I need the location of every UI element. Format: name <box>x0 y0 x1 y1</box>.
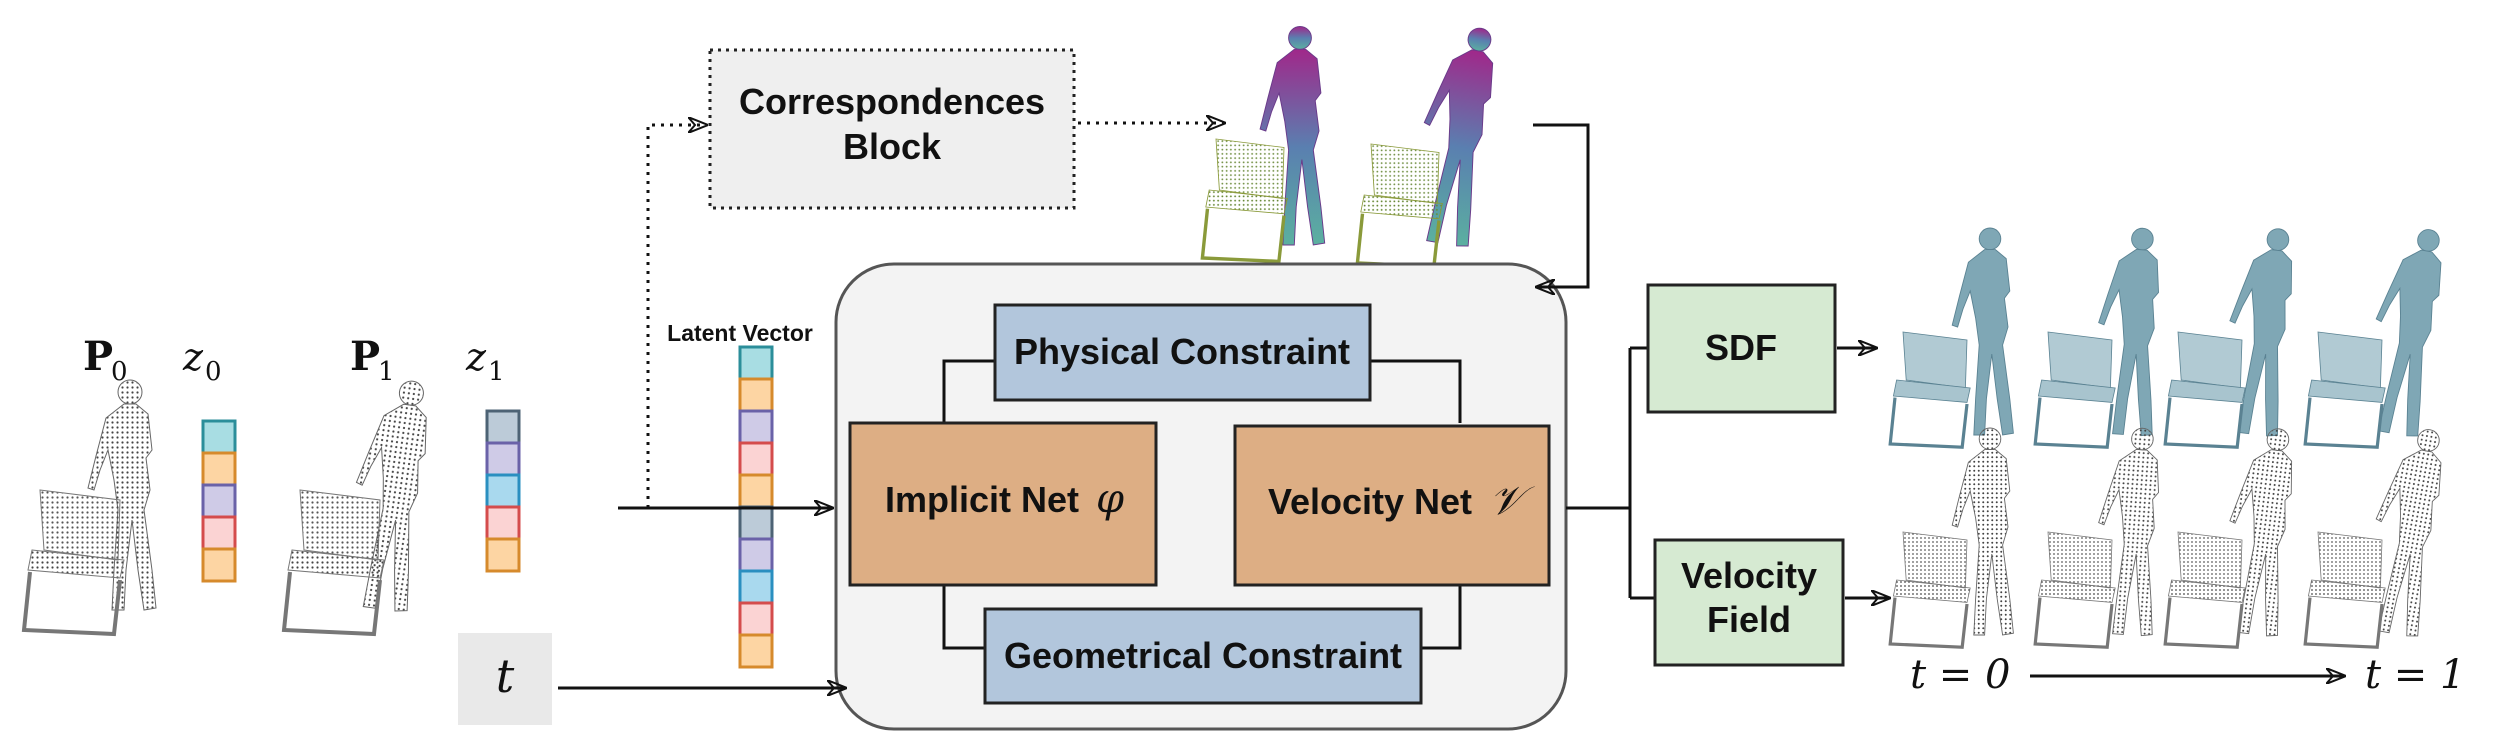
correspondences-line1: Correspondences <box>739 81 1045 122</box>
latent-vector-cell <box>738 505 774 541</box>
velocity-field-line1: Velocity <box>1681 555 1817 596</box>
correspondences-line2: Block <box>843 126 942 167</box>
z0-vector-cell <box>201 419 237 455</box>
sdf-block: SDF <box>1646 283 1837 414</box>
time-symbol: t <box>496 649 515 703</box>
velocity-field-box <box>1653 538 1845 667</box>
latent-vector-cell <box>738 377 774 413</box>
velocity-field-line2: Field <box>1707 599 1791 640</box>
timeline-start: t = 0 <box>1910 652 2010 698</box>
sdf-box <box>1646 283 1837 414</box>
velocity-net-box <box>1233 424 1551 587</box>
z0-vector-cell <box>201 515 237 551</box>
p1-sub: 1 <box>378 357 395 387</box>
implicit-net-block: Implicit Net φ <box>848 421 1158 587</box>
arrow-feedback-to-panel <box>1533 123 1590 287</box>
z0-vector <box>201 419 237 583</box>
time-box <box>458 633 552 725</box>
sdf-mesh-2-icon <box>2033 225 2167 449</box>
input-p0-group: P 0 <box>22 333 157 636</box>
p0-base: P <box>83 333 113 380</box>
velocity-pointcloud-1-icon <box>1888 427 2014 649</box>
input-z1-group: z 1 <box>465 335 521 573</box>
latent-vector-group: Latent Vector <box>667 320 813 669</box>
latent-vector-cell <box>738 569 774 605</box>
latent-vector-cell <box>738 473 774 509</box>
velocity-net-block: Velocity Net 𝒱 <box>1233 424 1551 587</box>
velocity-pointcloud-3-icon <box>2163 423 2303 649</box>
geometrical-constraint-block: Geometrical Constraint <box>983 607 1423 705</box>
link-geometrical-velocity <box>1421 585 1462 650</box>
sdf-mesh-4-icon <box>2303 222 2454 449</box>
z1-vector-cell <box>485 537 521 573</box>
velocity-pointcloud-4-icon <box>2303 422 2454 649</box>
latent-vector-cell <box>738 537 774 573</box>
z0-vector-cell <box>201 547 237 583</box>
sdf-label: SDF <box>1705 327 1777 368</box>
sdf-mesh-3-icon <box>2163 223 2303 449</box>
z1-vector-cell <box>485 473 521 509</box>
input-z0-group: z 0 <box>182 335 237 583</box>
correspondences-box <box>708 48 1076 210</box>
latent-vector-cell <box>738 345 774 381</box>
link-implicit-geometrical <box>942 585 985 650</box>
link-physical-velocity <box>1370 359 1462 423</box>
physical-constraint-label: Physical Constraint <box>1014 331 1350 372</box>
velocity-pointcloud-2-icon <box>2033 425 2167 649</box>
z1-sub: 1 <box>488 357 505 387</box>
z1-vector-cell <box>485 505 521 541</box>
implicit-net-label: Implicit Net <box>885 479 1079 520</box>
z0-sub: 0 <box>205 357 222 387</box>
network-panel: Physical Constraint Implicit Net φ Veloc… <box>834 262 1568 731</box>
correspondences-block: Correspondences Block <box>708 48 1076 210</box>
velocity-net-label: Velocity Net <box>1268 481 1472 522</box>
latent-vector-cell <box>738 633 774 669</box>
input-p1-group: P 1 <box>282 333 440 636</box>
latent-vector-cell <box>738 409 774 445</box>
geometrical-constraint-label: Geometrical Constraint <box>1004 635 1402 676</box>
timeline-end: t = 1 <box>2365 652 2465 698</box>
p0-sub: 0 <box>111 357 128 387</box>
z1-vector-cell <box>485 441 521 477</box>
p0-pointcloud-icon <box>22 379 157 636</box>
velocity-pointcloud-sequence <box>1888 422 2454 649</box>
z1-vector-cell <box>485 409 521 445</box>
z1-vector <box>485 409 521 573</box>
z0-vector-cell <box>201 451 237 487</box>
implicit-net-box <box>848 421 1158 587</box>
latent-vector-cell <box>738 601 774 637</box>
latent-vector-label: Latent Vector <box>667 320 813 346</box>
time-input: t <box>458 633 552 725</box>
z0-vector-cell <box>201 483 237 519</box>
latent-vector-cell <box>738 441 774 477</box>
correspondence-visual-icon <box>1200 20 1507 269</box>
implicit-net-symbol: φ <box>1096 476 1124 522</box>
arrow-to-correspondences <box>646 125 707 508</box>
link-implicit-physical <box>942 359 995 423</box>
p1-base: P <box>350 333 380 380</box>
sdf-mesh-1-icon <box>1888 227 2014 449</box>
latent-vector <box>738 345 774 669</box>
physical-constraint-block: Physical Constraint <box>993 303 1372 402</box>
timeline: t = 0 t = 1 <box>1910 652 2465 698</box>
z1-base: z <box>465 335 487 379</box>
sdf-mesh-sequence <box>1888 222 2454 449</box>
z0-base: z <box>182 335 204 379</box>
p1-pointcloud-icon <box>282 374 440 636</box>
physical-constraint-box <box>993 303 1372 402</box>
geometrical-constraint-box <box>983 607 1423 705</box>
velocity-field-block: Velocity Field <box>1653 538 1845 667</box>
